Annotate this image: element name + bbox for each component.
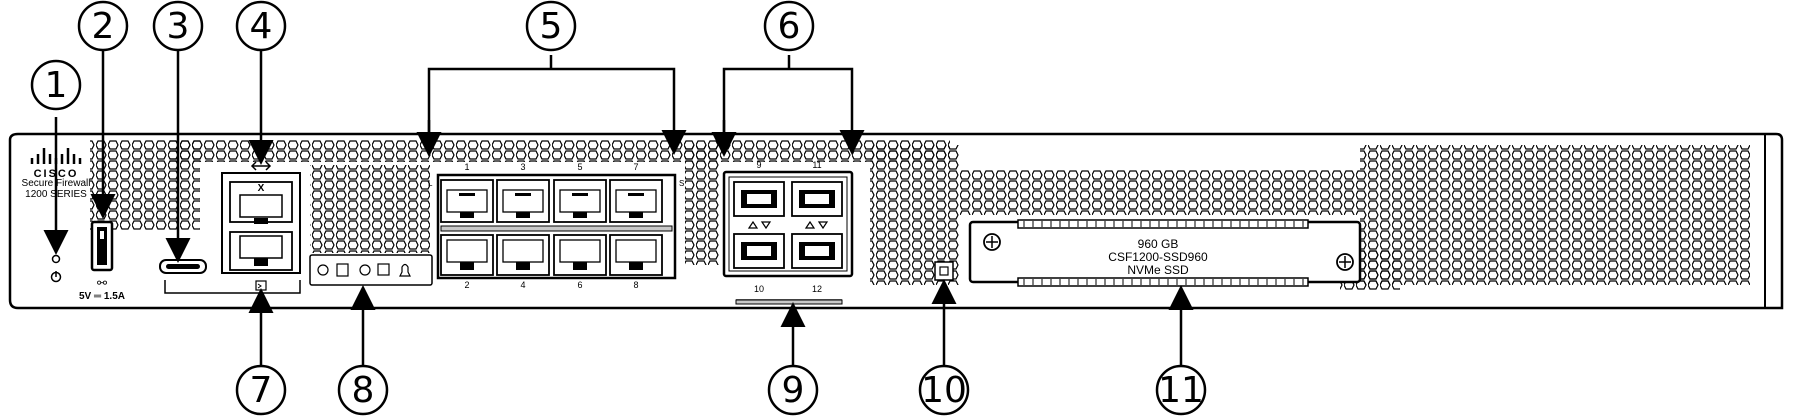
callout-number: 2 [92, 6, 115, 47]
callout-number: 4 [250, 6, 273, 47]
rj45-port-2[interactable] [440, 234, 494, 276]
callout-10: 10 [918, 364, 970, 416]
sfp-port-11[interactable] [791, 181, 843, 217]
usb-icon: ⚯ [97, 276, 107, 290]
vent-led-area [310, 165, 430, 253]
callout-8: 8 [337, 364, 389, 416]
rj45-bottom-label: 6 [577, 280, 582, 290]
vent-right-large [1360, 145, 1750, 285]
callout-brackets [416, 55, 865, 157]
vent-mid-left [170, 140, 950, 162]
callout-7: 7 [235, 364, 287, 416]
callout-number: 5 [540, 6, 563, 47]
management-port-group: X [164, 161, 301, 294]
rj45-bottom-label: 2 [464, 280, 469, 290]
rj45-bottom-label: 4 [520, 280, 525, 290]
rj45-left-mark: L [428, 179, 433, 188]
rj45-port-4[interactable] [496, 234, 550, 276]
ssd-capacity: 960 GB [1138, 237, 1179, 251]
callout-number: 10 [921, 370, 967, 411]
rj45-port-1[interactable] [440, 179, 494, 223]
callout-5: 5 [525, 0, 577, 52]
rj45-top-label: 1 [464, 162, 469, 172]
ssd-screw-right[interactable] [1336, 253, 1354, 271]
console-rj45-port[interactable] [229, 231, 293, 271]
ssd-type: NVMe SSD [1127, 263, 1189, 277]
reset-button[interactable] [934, 261, 954, 281]
sfp-port-12[interactable] [791, 233, 843, 269]
usb-rating: 5V ═ 1.5A [79, 291, 125, 302]
callout-2: 2 [77, 0, 129, 52]
sfp-bottom-label: 10 [754, 284, 764, 294]
ssd-bay: 960 GB CSF1200-SSD960 NVMe SSD [968, 219, 1362, 287]
callout-4: 4 [235, 0, 287, 52]
sfp-port-10[interactable] [733, 233, 785, 269]
vent-between-ports [685, 145, 720, 265]
rj45-bottom-label: 8 [633, 280, 638, 290]
rj45-top-label: 7 [633, 162, 638, 172]
usb-a-port[interactable]: ⚯ 5V ═ 1.5A [79, 220, 125, 302]
reset-pinhole[interactable] [50, 254, 62, 283]
dollar-icon [336, 263, 349, 277]
sfp-port-9[interactable] [733, 181, 785, 217]
bell-icon [399, 263, 411, 277]
callout-9: 9 [767, 364, 819, 416]
callout-number: 8 [352, 370, 375, 411]
status-led-panel [309, 254, 433, 286]
check-icon [359, 264, 371, 276]
callout-1: 1 [30, 59, 82, 111]
callout-11: 11 [1155, 364, 1207, 416]
rj45-port-3[interactable] [496, 179, 550, 223]
sfp-bottom-label: 12 [812, 284, 822, 294]
vent-areas [90, 140, 1750, 290]
rj45-port-5[interactable] [553, 179, 607, 223]
callout-leaders [43, 48, 1194, 366]
console-mark: X [258, 183, 265, 194]
rj45-port-6[interactable] [553, 234, 607, 276]
ssd-screw-left[interactable] [983, 233, 1001, 251]
rj45-top-label: 3 [520, 162, 525, 172]
callout-number: 9 [782, 370, 805, 411]
rj45-top-label: 5 [577, 162, 582, 172]
callout-number: 7 [250, 370, 273, 411]
power-icon [317, 264, 329, 276]
management-rj45-port[interactable]: X [229, 181, 293, 224]
sfp-port-block: 9 11 10 12 [722, 160, 854, 305]
usb-c-console-port[interactable] [159, 259, 207, 274]
sfp-top-label: 11 [812, 160, 821, 170]
ssd-model: CSF1200-SSD960 [1108, 250, 1208, 264]
callout-number: 11 [1158, 370, 1204, 411]
callout-number: 1 [45, 65, 68, 106]
callout-3: 3 [152, 0, 204, 52]
rj45-port-8[interactable] [609, 234, 663, 276]
vent-right-top [960, 170, 1360, 215]
rj45-port-block: L S 1 3 5 7 2 4 6 8 [428, 162, 684, 290]
callout-6: 6 [763, 0, 815, 52]
callout-number: 6 [778, 6, 801, 47]
sfp-top-label: 9 [756, 160, 761, 170]
grid-icon [377, 263, 390, 276]
sfp-direction-icons [747, 220, 829, 230]
rj45-right-mark: S [679, 179, 684, 188]
rj45-port-7[interactable] [609, 179, 663, 223]
callout-number: 3 [167, 6, 190, 47]
